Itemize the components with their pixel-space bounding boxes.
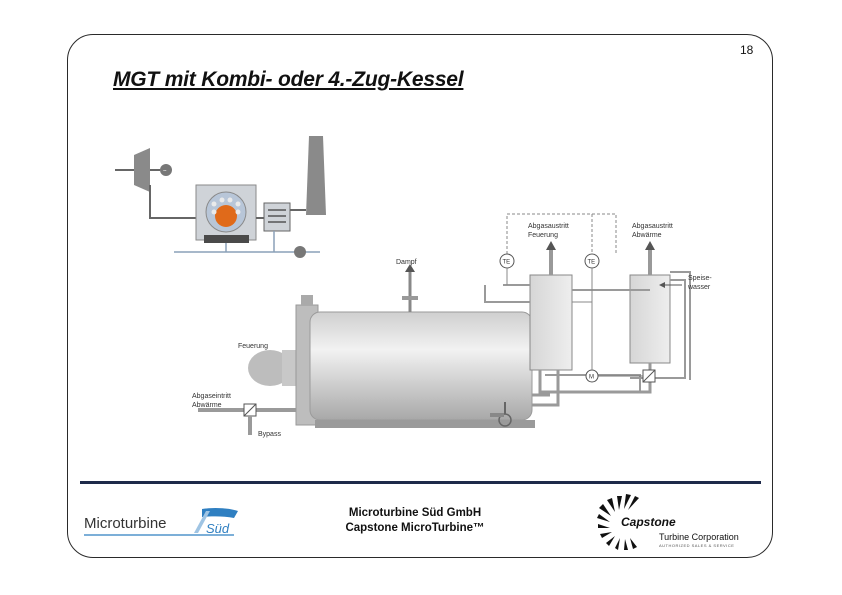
turbine-shape bbox=[134, 148, 150, 192]
label-abwaerme: Abwärme bbox=[192, 402, 222, 409]
label-abgasaustritt-2: Abgasaustritt bbox=[632, 223, 673, 230]
label-dampf: Dampf bbox=[396, 259, 417, 266]
microturbine-sued-logo: Microturbine Süd bbox=[84, 507, 238, 536]
label-te-2: TE bbox=[588, 260, 596, 266]
label-feuerung-out: Feuerung bbox=[528, 232, 558, 239]
main-assembly bbox=[198, 213, 691, 435]
logo-right-main: Capstone bbox=[621, 515, 676, 529]
footer-company: Microturbine Süd GmbH Capstone MicroTurb… bbox=[300, 506, 530, 536]
logo-left-sub: Süd bbox=[206, 521, 230, 536]
company-line-2: Capstone MicroTurbine™ bbox=[345, 522, 485, 534]
label-abwaerme-out: Abwärme bbox=[632, 232, 662, 239]
heat-exchanger-1 bbox=[529, 274, 573, 371]
page-number: 18 bbox=[740, 43, 754, 57]
heat-exchanger-2 bbox=[629, 274, 671, 364]
label-m: M bbox=[589, 375, 594, 381]
burner-icon bbox=[248, 350, 292, 386]
mini-schematic: ~ bbox=[115, 136, 326, 258]
label-speise: Speise- bbox=[688, 275, 712, 282]
logo-left-main: Microturbine bbox=[84, 515, 167, 532]
label-abgaseintritt: Abgaseintritt bbox=[192, 393, 231, 400]
label-wasser: wasser bbox=[687, 284, 711, 291]
label-abgasaustritt-1: Abgasaustritt bbox=[528, 223, 569, 230]
company-line-1: Microturbine Süd GmbH bbox=[348, 507, 482, 519]
label-te-1: TE bbox=[503, 260, 511, 266]
boiler-diagram: ~ bbox=[115, 136, 712, 438]
capstone-logo: Capstone Turbine Corporation AUTHORIZED … bbox=[597, 494, 739, 550]
boiler-base bbox=[315, 420, 535, 428]
mini-pump-icon bbox=[294, 246, 306, 258]
svg-text:~: ~ bbox=[163, 169, 167, 175]
label-feuerung: Feuerung bbox=[238, 343, 268, 350]
capstone-swirl-icon bbox=[597, 494, 639, 550]
logo-right-tag: AUTHORIZED SALES & SERVICE bbox=[659, 543, 734, 548]
label-bypass: Bypass bbox=[258, 431, 281, 438]
generator-icon bbox=[160, 164, 172, 176]
mini-economizer bbox=[263, 202, 291, 232]
slide-title: MGT mit Kombi- oder 4.-Zug-Kessel bbox=[113, 68, 464, 91]
logo-right-sub: Turbine Corporation bbox=[659, 532, 739, 542]
footer-divider bbox=[80, 481, 761, 484]
mini-chimney bbox=[306, 136, 326, 215]
slide-frame bbox=[67, 34, 773, 558]
boiler-shell bbox=[309, 311, 533, 421]
